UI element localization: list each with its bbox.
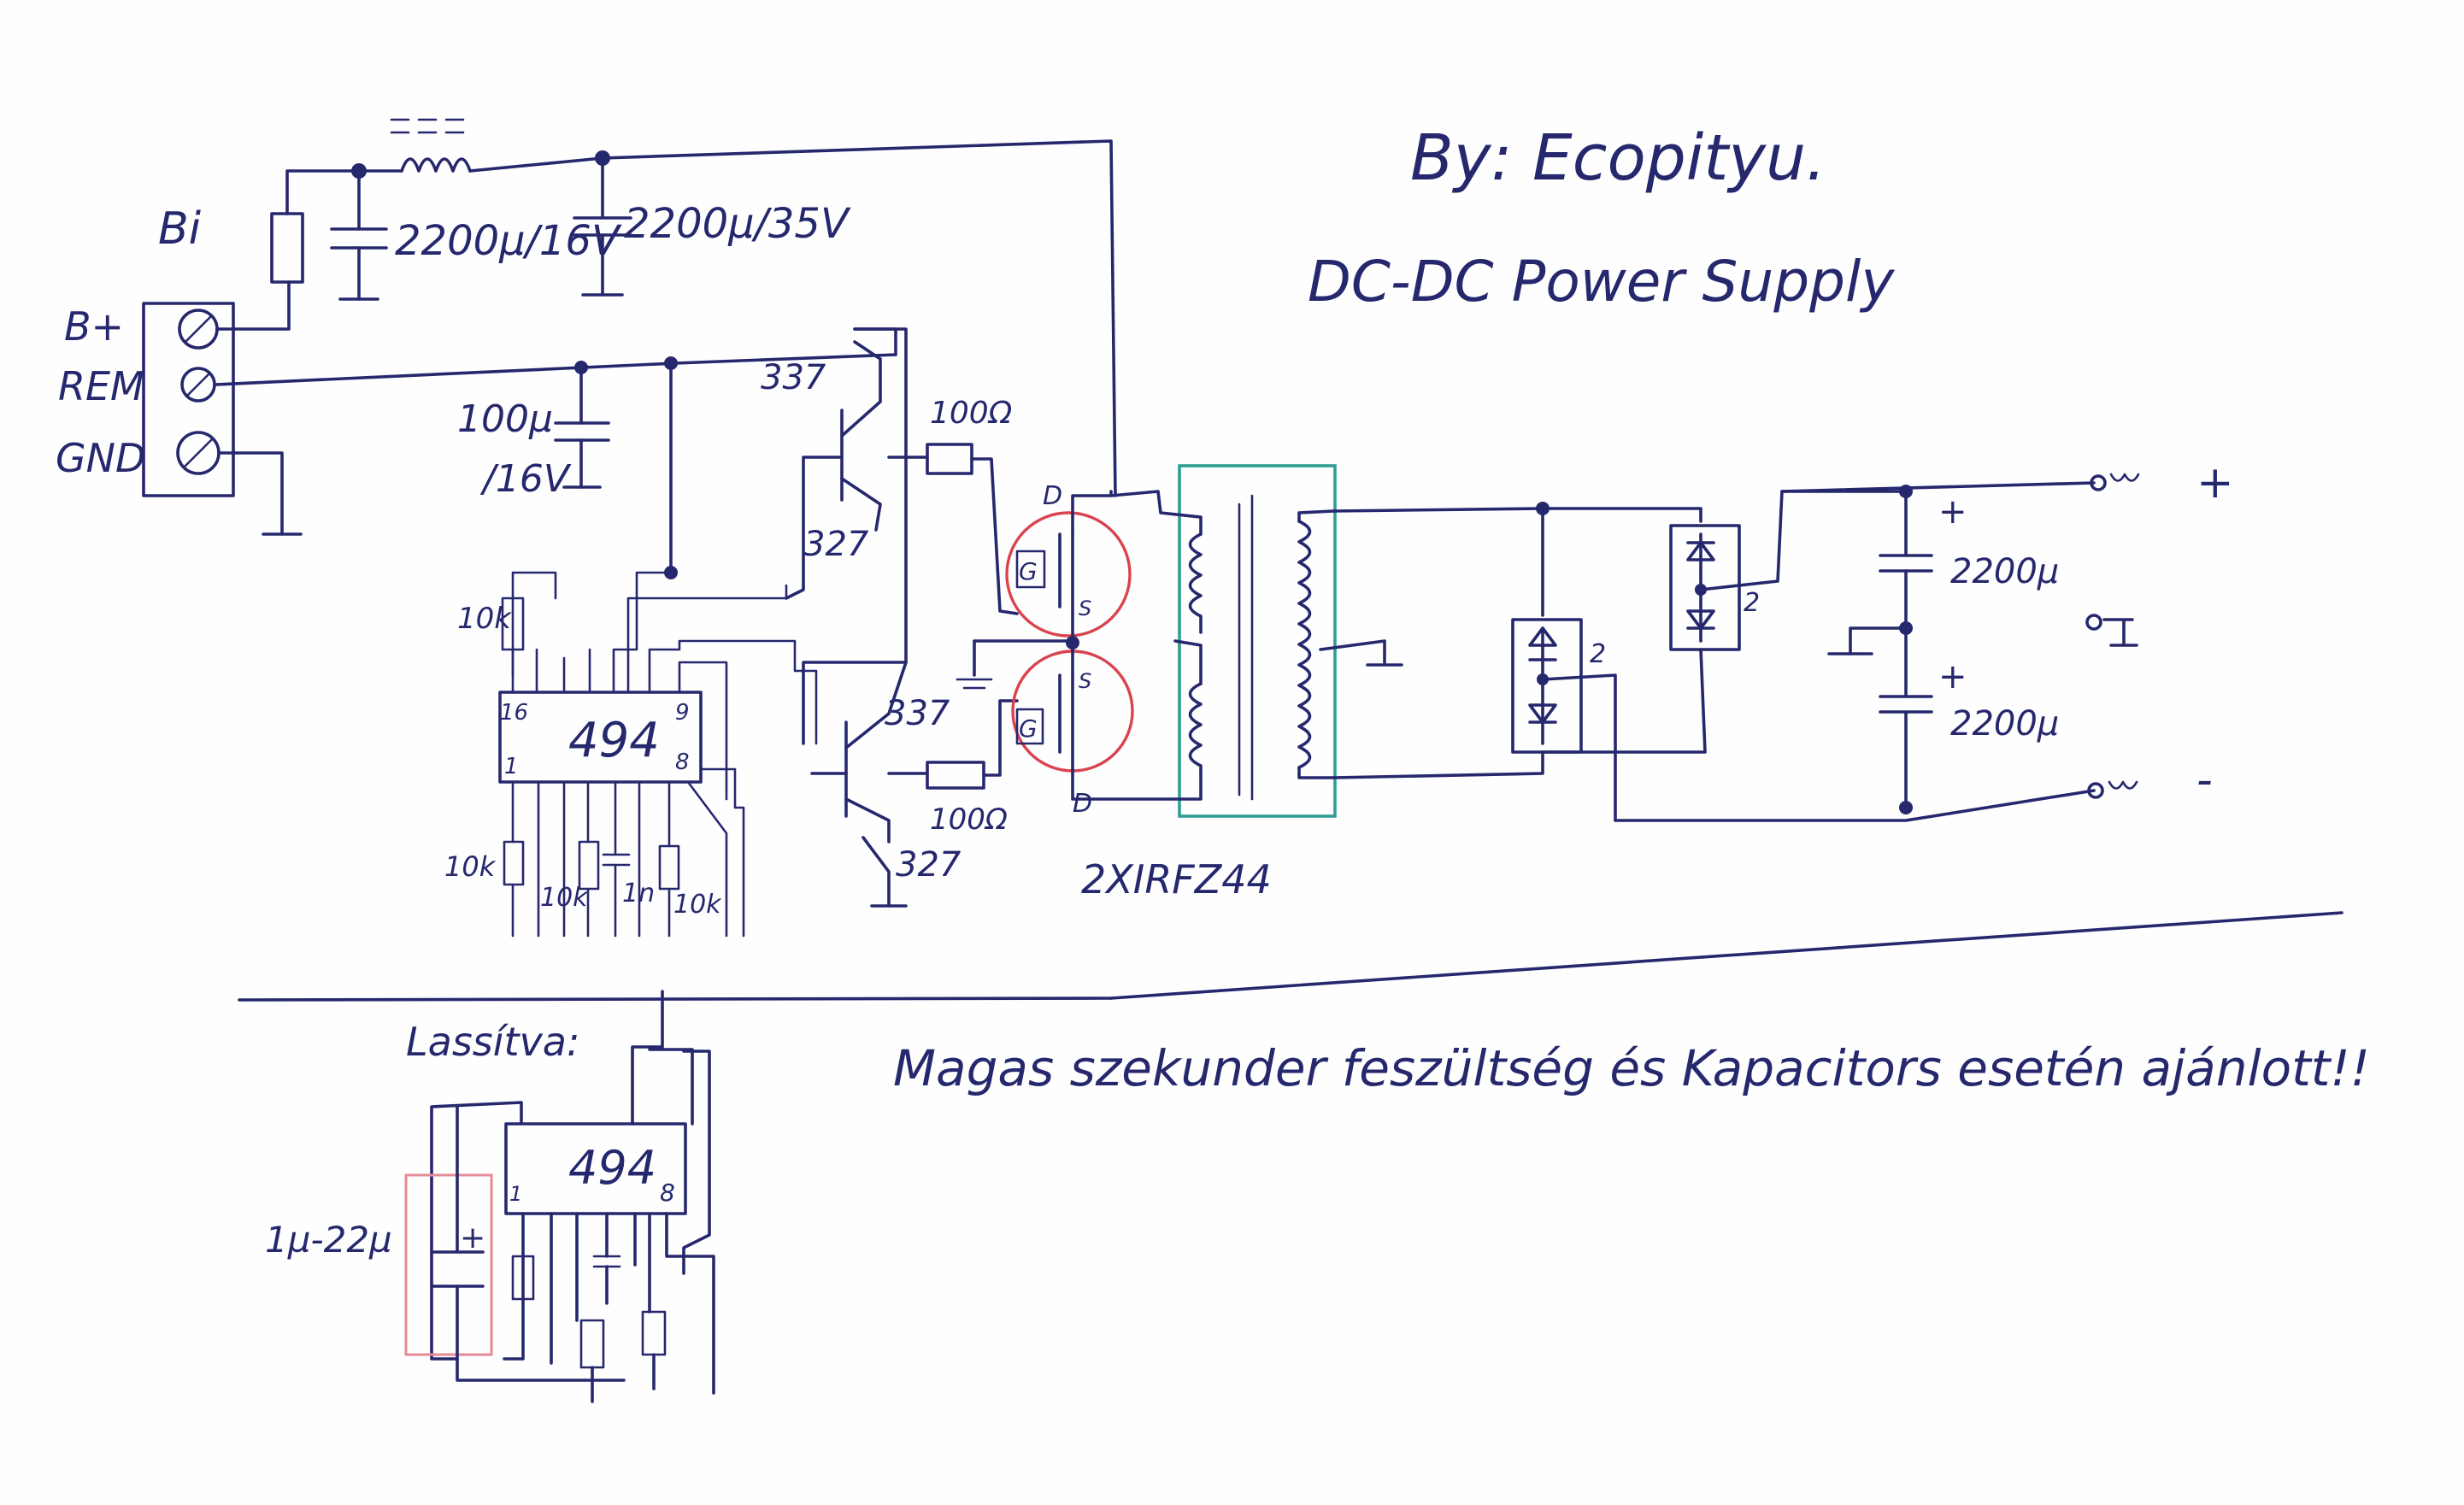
- transformer-highlight: [1178, 464, 1337, 818]
- mosfet-top-highlight: [1005, 511, 1132, 638]
- softstart-cap-label: 1µ-22µ: [265, 1219, 392, 1261]
- gate-top-wire: [970, 457, 1019, 615]
- gate-top-label: G: [1019, 557, 1038, 585]
- softstart-cap-highlight: [404, 1173, 493, 1356]
- gate-bot-wire: [982, 699, 1019, 777]
- bplus-wire: [215, 280, 291, 331]
- input-cap-1: [330, 169, 388, 301]
- source-bot-label: S: [1079, 669, 1091, 693]
- ic-pin9-label: 9: [675, 700, 690, 726]
- sec-top-wire: [1332, 507, 1544, 617]
- gate-bot-label: G: [1019, 714, 1038, 743]
- r-pin16-label: 10k: [457, 602, 512, 636]
- q-pnp-bot-label: 327: [896, 845, 961, 885]
- input-inductor: [400, 157, 472, 173]
- r-gate-bot: [926, 761, 985, 790]
- fuse: [270, 212, 304, 284]
- ic-pin1-label: 1: [504, 754, 519, 779]
- r-bot1-label: 10k: [444, 850, 497, 883]
- bridge-rectifier-2: [1669, 524, 1741, 651]
- driver-bottom-pair: [810, 661, 929, 908]
- supply-bus: [468, 139, 1117, 497]
- ic-top-pins: [501, 571, 818, 801]
- r-bot2-label: 10k: [540, 883, 589, 913]
- softstart-pin8-label: 8: [660, 1179, 675, 1207]
- input-cap-1-label: 2200µ/16V: [395, 217, 622, 265]
- output-cap-1-label: 2200µ: [1950, 552, 2059, 591]
- bridge-rectifier-1: [1511, 618, 1583, 754]
- rem-cap-value: 100µ: [457, 397, 553, 441]
- softstart-cap-plus: +: [460, 1220, 485, 1255]
- output-terminals: [2085, 473, 2140, 799]
- output-cap-2: [1879, 626, 1933, 809]
- input-cap-2-label: 2200µ/35V: [624, 200, 851, 248]
- q-pnp-top-label: 327: [803, 525, 869, 564]
- transformer: [1109, 490, 1403, 801]
- softstart-title: Lassítva:: [406, 1019, 579, 1065]
- source-junction-wire: [973, 639, 1074, 644]
- r-bot3-label: 10k: [673, 890, 722, 920]
- pin-label-bplus: B+: [64, 303, 124, 350]
- ic-pin8-label: 8: [675, 750, 690, 775]
- drain-top-label: D: [1043, 481, 1062, 511]
- r-gate-top-label: 100Ω: [930, 396, 1013, 431]
- c-bot-label: 1n: [622, 879, 655, 908]
- drain-bot-label: D: [1073, 789, 1092, 819]
- ic-bottom-pins: [503, 767, 745, 938]
- q-npn-bot-label: 337: [885, 694, 950, 733]
- r-gate-bot-label: 100Ω: [930, 802, 1008, 837]
- tl494-label: 494: [568, 713, 660, 768]
- gnd-wire: [217, 451, 284, 536]
- r-gate-top: [926, 443, 973, 475]
- fuse-label: Bi: [158, 203, 202, 255]
- mosfet-bottom: [1015, 641, 1177, 801]
- pin-label-gnd: GND: [56, 435, 145, 481]
- diagram-title: DC-DC Power Supply: [1308, 249, 1895, 315]
- mosfet-part-label: 2XIRFZ44: [1081, 856, 1272, 902]
- fuse-top-wire: [285, 169, 361, 215]
- softstart-cap: [430, 1105, 485, 1361]
- softstart-ic: [504, 1122, 687, 1215]
- divider-right: [1109, 911, 2343, 1000]
- out-plus-rail: [1780, 481, 2096, 493]
- output-plus-label: +: [2196, 457, 2234, 509]
- divider-left: [238, 996, 1113, 1002]
- bridge-2-top-wire: [1541, 507, 1702, 523]
- note-text: Magas szekunder feszültség és Kapacitors…: [893, 1039, 2370, 1097]
- midpoint-wire: [1849, 626, 1908, 655]
- input-connector: [142, 302, 235, 497]
- pin-label-rem: REM: [58, 363, 144, 409]
- source-top-label: S: [1079, 597, 1091, 620]
- bridge-1-diodes: [1528, 626, 1617, 822]
- q-npn-top-label: 337: [761, 358, 826, 397]
- cap2-plus-label: +: [1938, 657, 1967, 697]
- rem-cap-voltage: /16V: [479, 457, 572, 501]
- output-cap-2-label: 2200µ: [1950, 704, 2059, 744]
- output-cap-1: [1879, 490, 1933, 630]
- softstart-pin1-label: 1: [509, 1182, 522, 1206]
- sec-bot-wire: [1332, 750, 1544, 779]
- tl494-ic: [498, 691, 703, 784]
- output-minus-label: -: [2196, 755, 2213, 806]
- author-signature: By: Ecopityu.: [1410, 121, 1826, 195]
- softstart-wiring: [430, 990, 715, 1403]
- softstart-ic-label: 494: [568, 1141, 656, 1195]
- bridge-2-diodes: [1541, 490, 1908, 754]
- ic-pin16-label: 16: [500, 700, 528, 726]
- bridge-2-pin-label: 2: [1744, 588, 1760, 618]
- out-minus-rail: [1614, 789, 2096, 822]
- rem-cap: [554, 366, 610, 489]
- input-cap-2: [573, 156, 632, 297]
- bridge-1-pin-label: 2: [1590, 639, 1606, 669]
- cap1-plus-label: +: [1938, 492, 1967, 532]
